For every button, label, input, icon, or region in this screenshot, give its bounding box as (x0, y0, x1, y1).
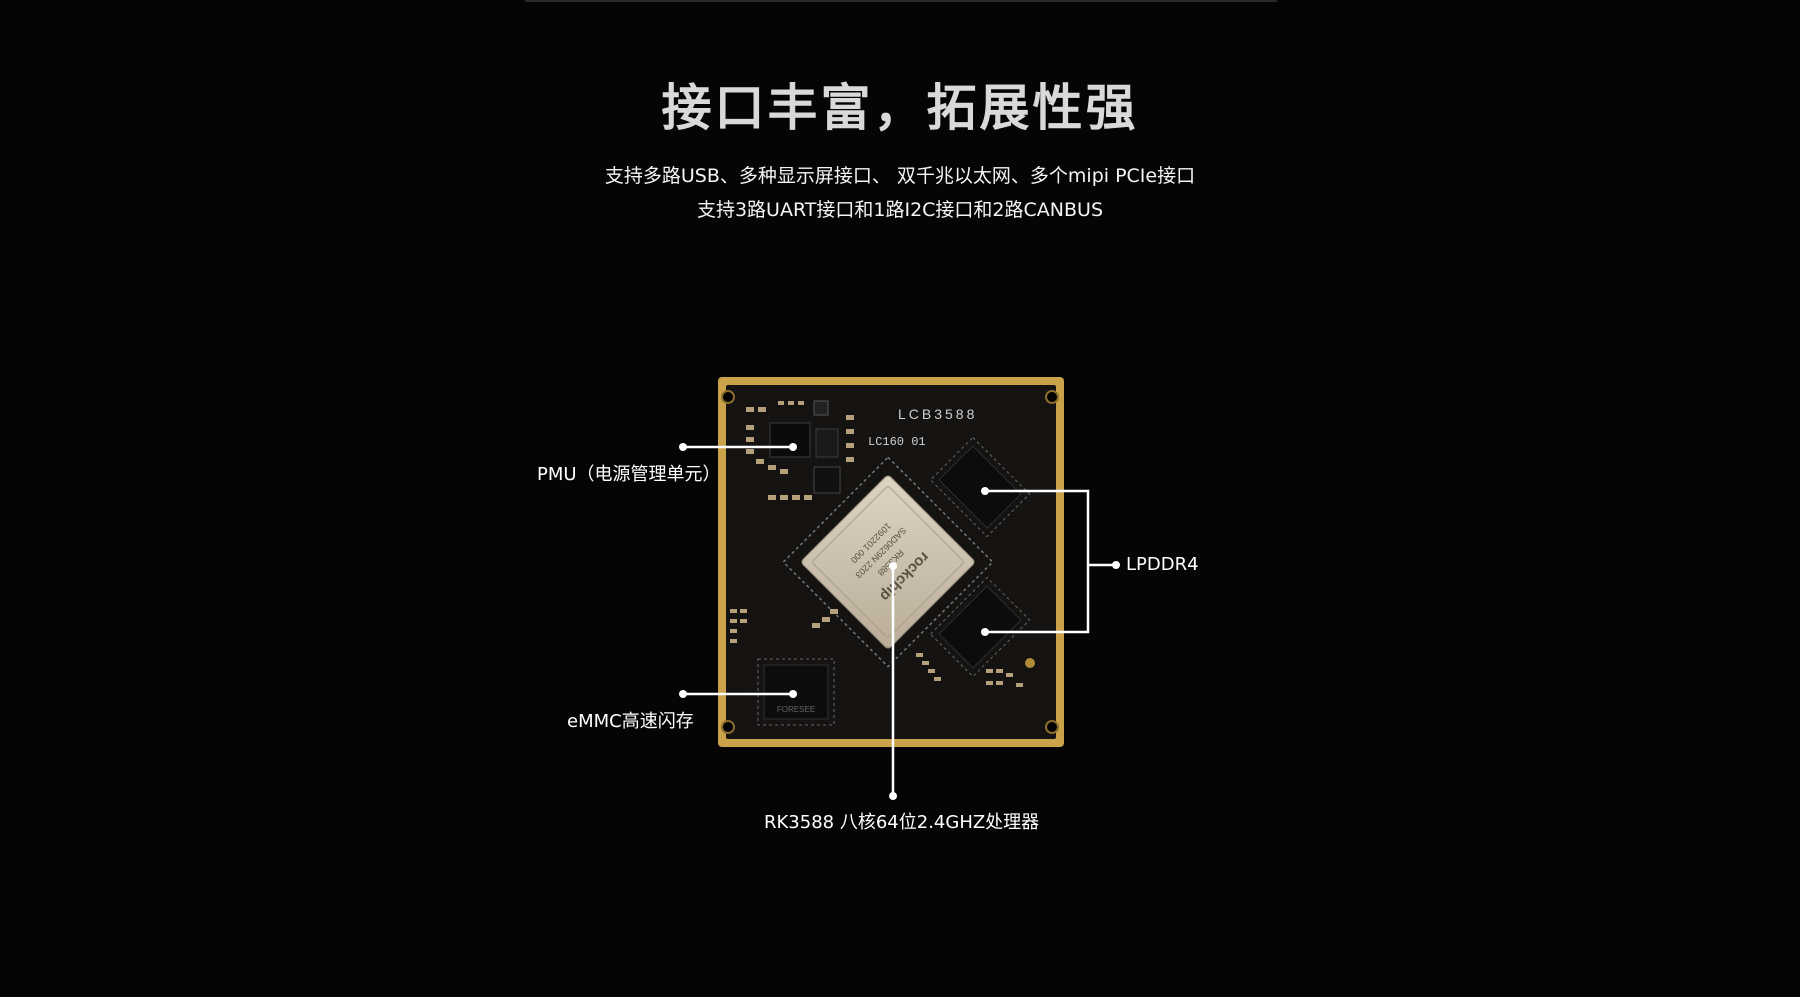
ram-dot-end (1112, 561, 1120, 569)
lpddr4-label: LPDDR4 (1126, 554, 1199, 575)
emmc-dot-start (679, 690, 687, 698)
subtitle-line-1: 支持多路USB、多种显示屏接口、 双千兆以太网、多个mipi PCIe接口 (604, 165, 1196, 187)
cpu-label: RK3588 八核64位2.4GHZ处理器 (764, 812, 1040, 833)
soc-chip (782, 456, 994, 668)
top-divider (525, 0, 1277, 2)
subtitle-line-2: 支持3路UART接口和1路I2C接口和2路CANBUS (696, 199, 1104, 221)
pcb-board-image: LCB3588 LC160 01 rockchip RK3588 SAD0629… (718, 377, 1064, 747)
mounting-holes (721, 390, 1059, 734)
fiducial-mark (1025, 658, 1035, 668)
emmc-label: eMMC高速闪存 (567, 711, 694, 732)
misc-components (730, 609, 1023, 687)
silkscreen-model: LCB3588 (898, 406, 977, 422)
pmu-label: PMU（电源管理单元） (537, 464, 721, 485)
page-title: 接口丰富，拓展性强 (661, 79, 1139, 137)
silkscreen-rev: LC160 01 (868, 435, 926, 449)
emmc-marking: FORESEE (777, 705, 815, 714)
pmu-dot-start (679, 443, 687, 451)
emmc-chip: FORESEE (757, 658, 835, 726)
cpu-dot-end (889, 792, 897, 800)
pmu-components (746, 400, 854, 500)
